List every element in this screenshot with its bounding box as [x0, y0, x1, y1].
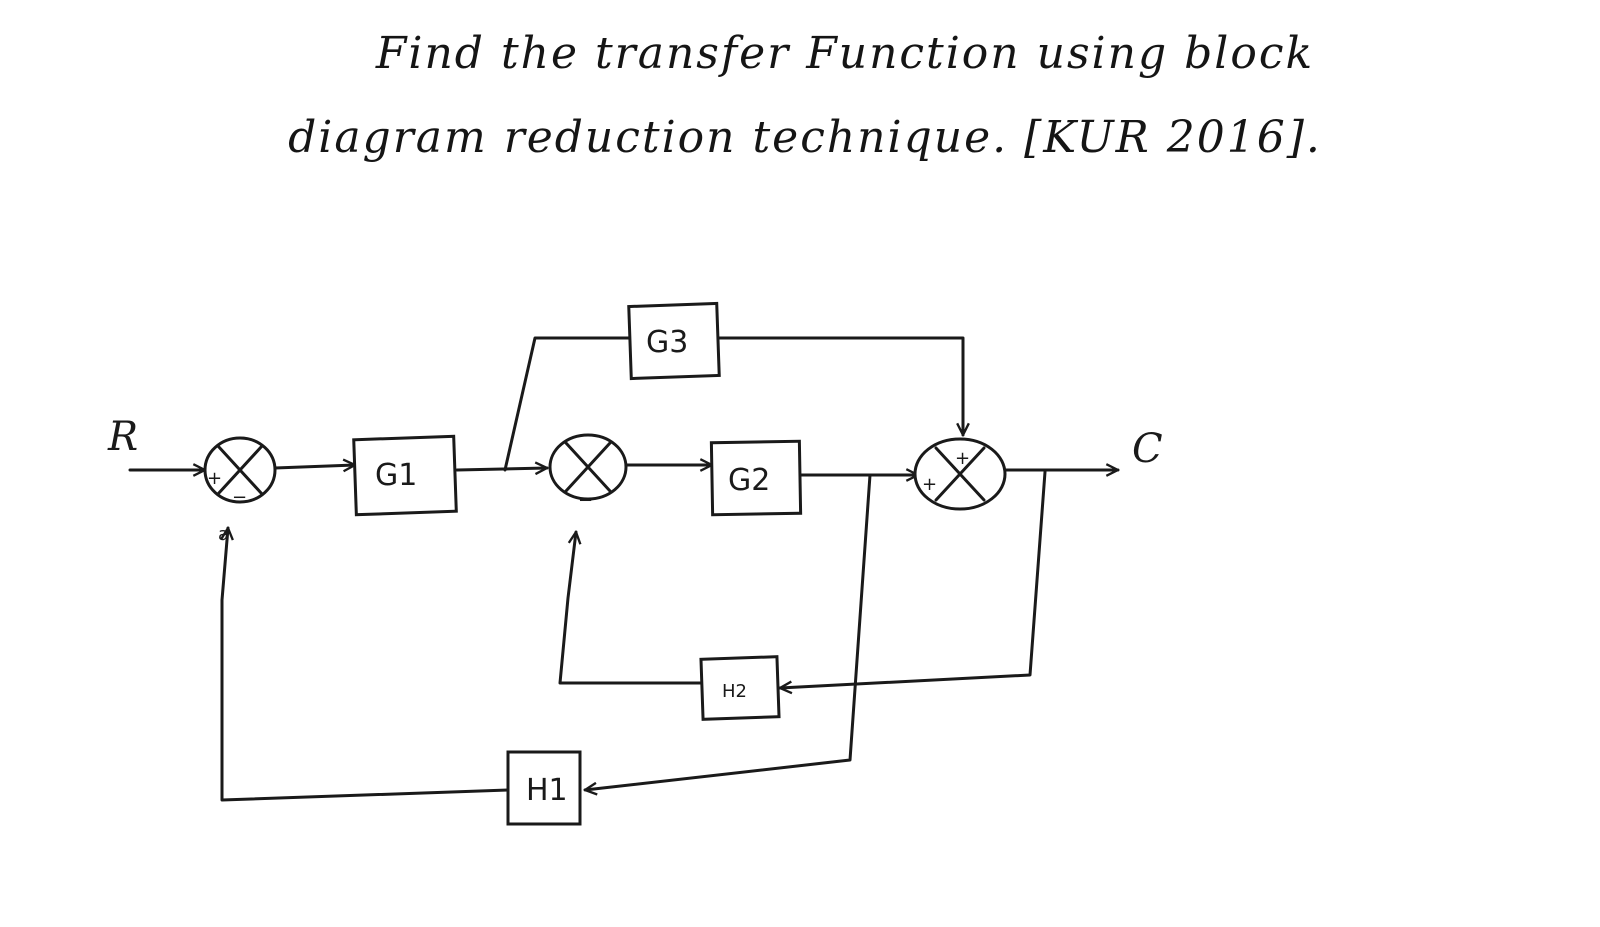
block-g1: G1: [352, 434, 458, 517]
sum2-minus-sign: −: [578, 490, 593, 511]
sum1-plus-sign: +: [207, 468, 222, 489]
wire-g1-to-sum2: [455, 468, 549, 470]
block-g1-label: G1: [375, 458, 417, 493]
block-h1: H1: [506, 750, 582, 826]
wire-h1-to-sum1: [222, 528, 510, 802]
block-g2-label: G2: [728, 463, 770, 498]
sum3-plus-top: +: [955, 448, 970, 469]
output-label-c: C: [1132, 426, 1163, 472]
wire-output-to-h2: [780, 470, 1047, 688]
block-h1-label: H1: [526, 773, 568, 808]
input-label-r: R: [107, 414, 138, 460]
wire-sum1-to-g1: [273, 465, 357, 468]
wire-h2-to-sum2: [558, 532, 704, 685]
summing-junction-3: + +: [913, 437, 1007, 511]
problem-title-line-1: Find the transfer Function using block: [375, 28, 1315, 79]
wire-g3-to-sum3: [716, 336, 963, 437]
sum1-minus-sign: −: [232, 487, 247, 508]
block-g2: G2: [709, 439, 803, 517]
sum3-plus-left: +: [922, 474, 937, 495]
summing-junction-1: + −: [203, 436, 277, 508]
block-g3-label: G3: [646, 325, 688, 360]
block-h2-label: H2: [722, 681, 747, 702]
block-h2: H2: [699, 655, 781, 721]
summing-junction-2: −: [548, 433, 628, 511]
block-g3: G3: [627, 301, 721, 381]
wire-g3-branch-in: [503, 336, 632, 472]
problem-title-line-2: diagram reduction technique. [KUR 2016].: [288, 112, 1322, 163]
wire-g2out-to-h1: [585, 473, 872, 790]
